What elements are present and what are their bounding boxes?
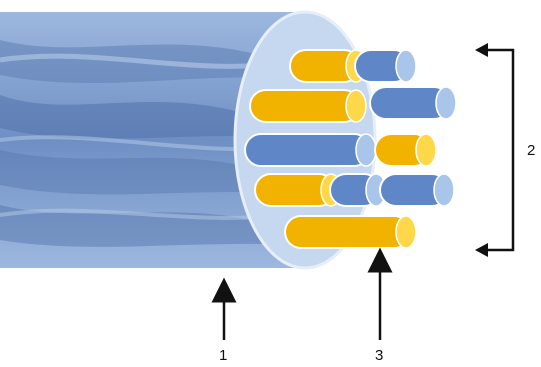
callout-1: 1 — [211, 277, 237, 364]
callout-label-1: 1 — [219, 347, 227, 364]
bracket-arrow-top-icon — [475, 43, 488, 57]
fiber-body — [284, 215, 411, 249]
fiber-tip-icon — [415, 133, 437, 167]
fiber-bundle — [244, 49, 457, 249]
fiber-tip-icon — [395, 49, 417, 83]
fiber-body — [244, 133, 371, 167]
bracket-arrow-bottom-icon — [475, 243, 488, 257]
callout-2-bracket: 2 — [475, 43, 535, 257]
fiber-body — [249, 89, 361, 123]
fiber-strand-4 — [369, 86, 457, 120]
callout-3: 3 — [367, 247, 393, 364]
fiber-strand-8 — [329, 173, 387, 207]
callout-label-3: 3 — [375, 347, 383, 364]
callout-label-2: 2 — [527, 142, 535, 159]
fiber-strand-6 — [374, 133, 437, 167]
fiber-strand-7 — [254, 173, 342, 207]
fiber-tip-icon — [395, 215, 417, 249]
fiber-strand-5 — [244, 133, 377, 167]
fiber-strand-9 — [379, 173, 455, 207]
fiber-tip-icon — [433, 173, 455, 207]
fiber-strand-2 — [354, 49, 417, 83]
fiber-tip-icon — [435, 86, 457, 120]
fiber-strand-3 — [249, 89, 367, 123]
fiber-tip-icon — [345, 89, 367, 123]
bracket-icon — [480, 48, 515, 252]
fiber-tip-icon — [355, 133, 377, 167]
fiber-strand-10 — [284, 215, 417, 249]
